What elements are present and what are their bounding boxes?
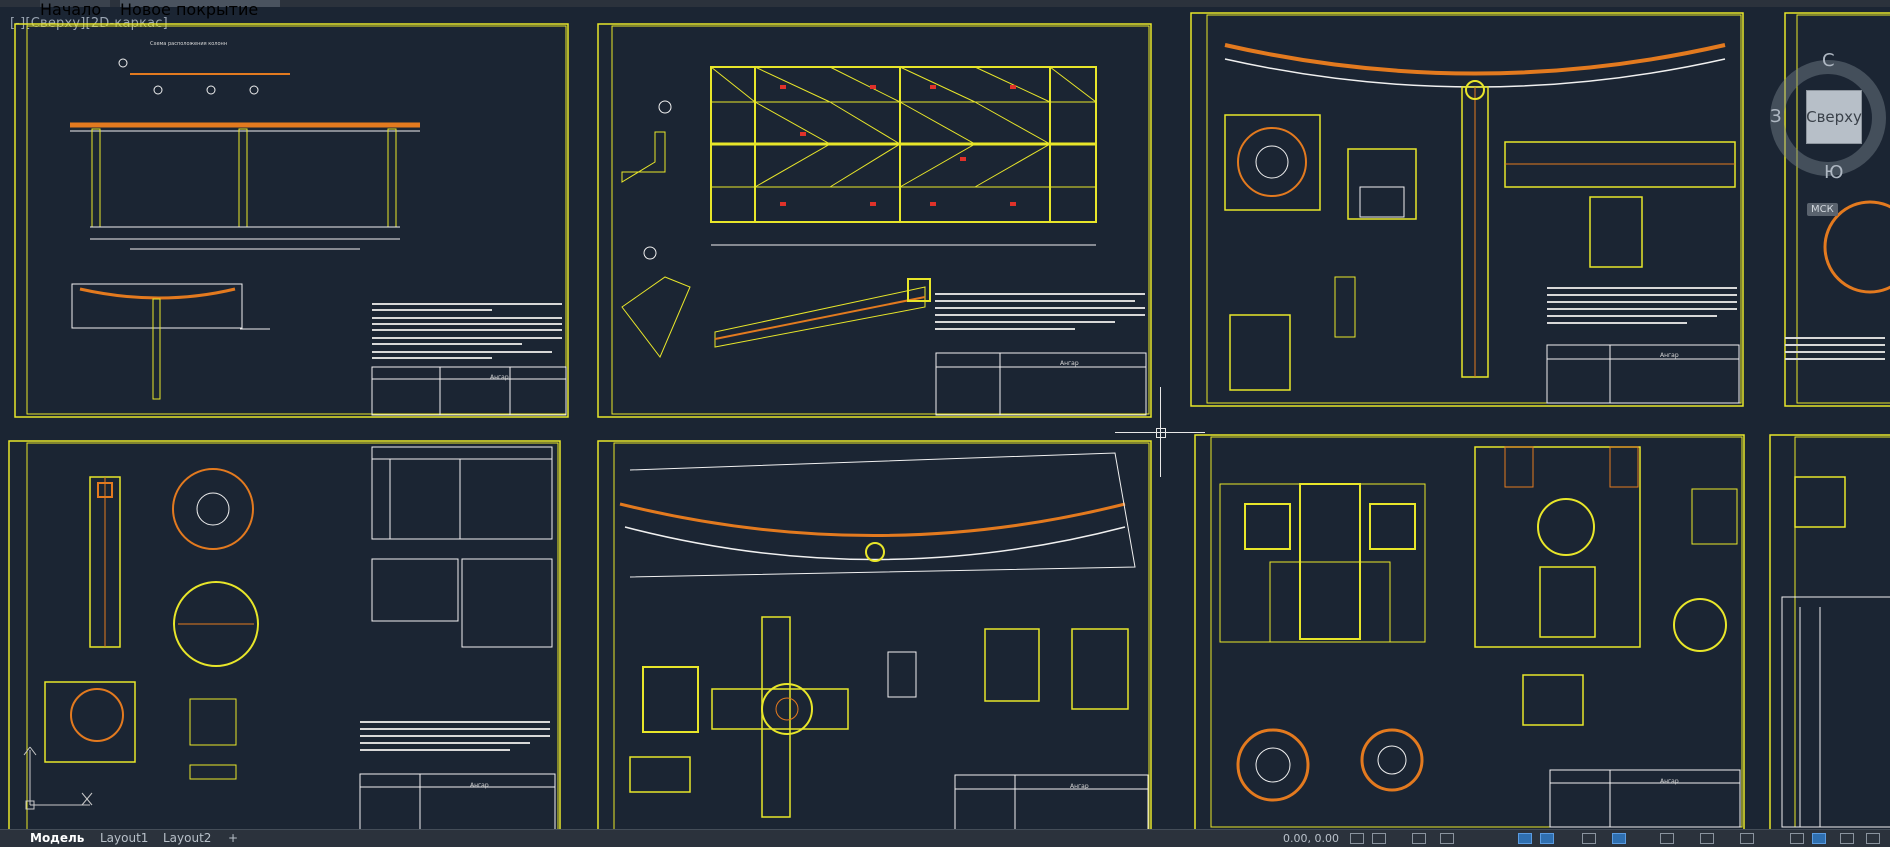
transparency-toggle-icon[interactable]	[1612, 833, 1626, 844]
ortho-toggle-icon[interactable]	[1412, 833, 1426, 844]
title-block-5: Ангар	[1070, 783, 1089, 790]
drawing-sheet-5[interactable]: Ангар	[597, 440, 1152, 829]
file-tab-drawing[interactable]: Новое покрытие	[120, 0, 280, 19]
add-layout-button[interactable]: +	[228, 831, 239, 845]
viewcube-top-face[interactable]: Сверху	[1806, 90, 1862, 144]
layout-status-bar: Модель Layout1 Layout2 + 0.00, 0.00	[0, 829, 1890, 847]
customization-menu-icon[interactable]	[1866, 833, 1880, 844]
compass-west[interactable]: З	[1770, 106, 1782, 127]
grid-toggle-icon[interactable]	[1350, 833, 1364, 844]
file-tab-start[interactable]: Начало	[40, 0, 110, 19]
tab-layout2[interactable]: Layout2	[163, 831, 212, 845]
drawing-sheet-7-partial[interactable]	[1784, 12, 1890, 407]
file-tab-bar: Начало Новое покрытие	[0, 0, 1890, 19]
drawing-sheet-2[interactable]: Ангар	[597, 23, 1152, 418]
annotation-scale-icon[interactable]	[1660, 833, 1674, 844]
clean-screen-icon[interactable]	[1840, 833, 1854, 844]
crosshair-pickbox	[1156, 428, 1166, 438]
title-block-1: Ангар	[490, 374, 509, 381]
svg-text:Схема расположения колонн: Схема расположения колонн	[150, 41, 227, 47]
lineweight-toggle-icon[interactable]	[1582, 833, 1596, 844]
isolate-objects-icon[interactable]	[1790, 833, 1804, 844]
title-block-4: Ангар	[470, 782, 489, 789]
wcs-menu[interactable]: МСК	[1807, 203, 1838, 216]
workspace-icon[interactable]	[1700, 833, 1714, 844]
compass-south[interactable]: Ю	[1824, 162, 1844, 183]
title-block-3: Ангар	[1660, 352, 1679, 359]
snap-toggle-icon[interactable]	[1372, 833, 1386, 844]
crosshair-vertical	[1160, 387, 1161, 477]
drawing-sheet-3[interactable]: Ангар	[1190, 12, 1744, 407]
drawing-sheet-8-partial[interactable]	[1769, 434, 1890, 829]
otrack-toggle-icon[interactable]	[1540, 833, 1554, 844]
polar-toggle-icon[interactable]	[1440, 833, 1454, 844]
tab-layout1[interactable]: Layout1	[100, 831, 149, 845]
compass-north[interactable]: С	[1822, 50, 1835, 71]
tab-model[interactable]: Модель	[30, 831, 85, 845]
viewcube[interactable]: Сверху С З Ю	[1770, 50, 1890, 200]
drawing-sheet-4[interactable]: Ангар	[8, 440, 561, 829]
title-block-2: Ангар	[1060, 360, 1079, 367]
osnap-toggle-icon[interactable]	[1518, 833, 1532, 844]
units-icon[interactable]	[1740, 833, 1754, 844]
drawing-sheet-1[interactable]: Схема расположения колонн Ангар	[14, 23, 569, 418]
title-block-6: Ангар	[1660, 778, 1679, 785]
coordinates-readout[interactable]: 0.00, 0.00	[1283, 832, 1339, 845]
drawing-sheet-6[interactable]: Ангар	[1194, 434, 1745, 829]
ucs-icon	[23, 746, 93, 810]
hardware-acceleration-icon[interactable]	[1812, 833, 1826, 844]
model-space-canvas[interactable]: Схема расположения колонн Ангар	[0, 7, 1890, 829]
